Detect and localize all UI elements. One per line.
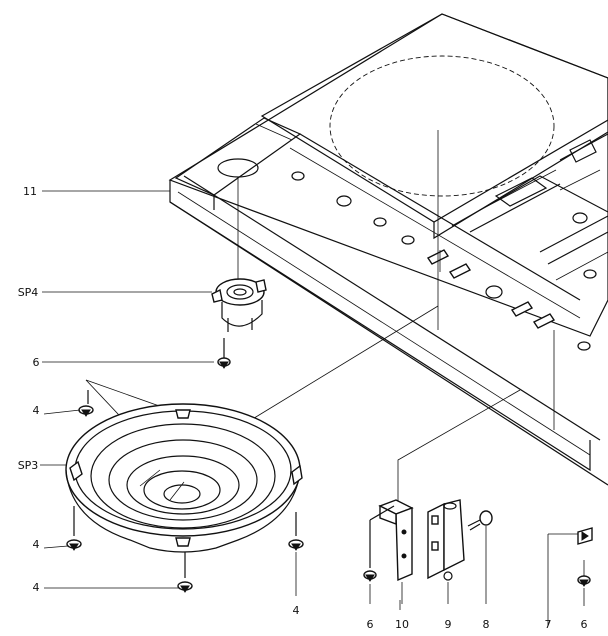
- screw-4-mid: [66, 506, 82, 551]
- bracket-10: [378, 499, 414, 604]
- callout-10: 10: [395, 618, 409, 631]
- callout-6-bottom: 6: [367, 618, 374, 631]
- callout-sp3: SP3: [18, 459, 39, 472]
- label-ticks: [43, 409, 178, 589]
- callout-sp4: SP4: [18, 286, 39, 299]
- callout-4-low: 4: [33, 581, 40, 594]
- screw-4-low: [177, 552, 193, 593]
- callout-7: 7: [545, 618, 552, 631]
- screw-8: [467, 510, 493, 604]
- callout-8: 8: [483, 618, 490, 631]
- callout-4-mid: 4: [33, 538, 40, 551]
- tweeter-sp4: [211, 278, 267, 332]
- callout-6-right: 6: [581, 618, 588, 631]
- screw-4-right: [288, 512, 304, 596]
- woofer-sp3: [65, 403, 303, 553]
- callout-4-upper: 4: [33, 404, 40, 417]
- callout-11: 11: [23, 185, 37, 198]
- hinge-9: [427, 499, 465, 604]
- screw-6-bottom: [363, 505, 395, 604]
- callout-labels: 11 SP4 6 4 SP3 4 4 4 6 10 9 8 7 6: [18, 185, 588, 631]
- callout-6-left: 6: [33, 356, 40, 369]
- part-7-bracket: [577, 527, 593, 545]
- callout-9: 9: [445, 618, 452, 631]
- screw-4-upper: [78, 390, 94, 417]
- cabinet-panel: [168, 13, 608, 486]
- screw-6-right: [577, 575, 591, 606]
- screw-6-left: [217, 338, 231, 369]
- callout-4-bottom: 4: [293, 604, 300, 617]
